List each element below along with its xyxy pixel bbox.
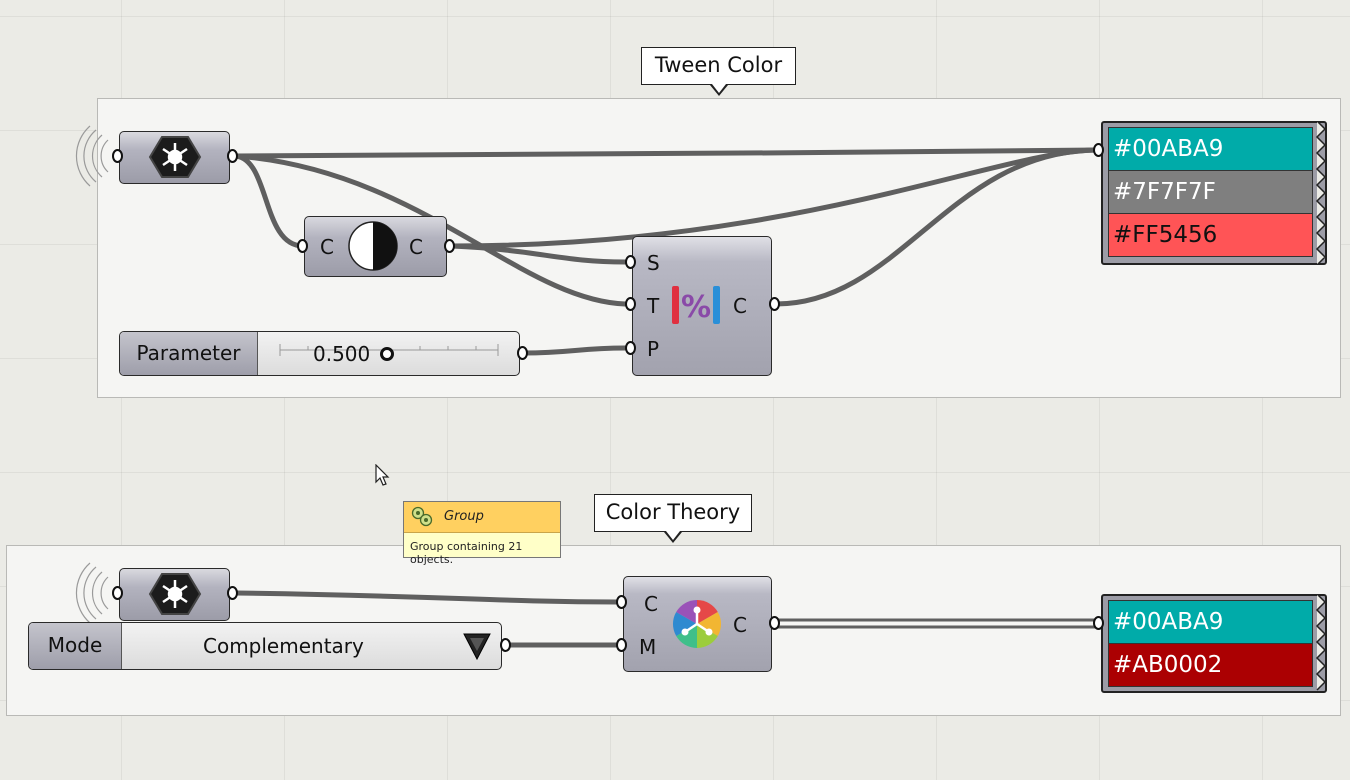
tween-s-grip[interactable] [625,255,636,269]
theory-input-c-label: C [644,592,658,616]
tween-swatch-0-text: #00ABA9 [1113,136,1224,162]
mode-name-text: Mode [47,633,103,657]
tween-t-grip[interactable] [625,297,636,311]
slider-name: Parameter [120,332,258,375]
panel-zigzag-edge [1315,121,1327,265]
colour-hex-icon-2 [148,573,202,615]
contrast-output-label: C [409,235,423,259]
tween-percent-icon: % [672,286,720,325]
theory-output-grip[interactable] [769,616,780,630]
tween-input-s-label: S [647,251,660,275]
theory-input-m-label: M [639,635,657,659]
tween-swatch-0: #00ABA9 [1108,127,1313,171]
mode-output-grip[interactable] [500,638,511,652]
color-source-node-2[interactable] [119,568,230,621]
colour-hex-icon [148,136,202,178]
color-source-2-output-grip[interactable] [227,586,238,600]
theory-swatch-1: #AB0002 [1108,643,1313,687]
slider-handle[interactable] [380,347,394,361]
group-tooltip: Group Group containing 21 objects. [403,501,561,566]
theory-c-grip[interactable] [616,595,627,609]
mode-name: Mode [29,623,122,669]
mode-value-list[interactable]: Mode Complementary [28,622,502,670]
theory-output-c-label: C [733,613,747,637]
tween-color-node[interactable]: S T P % C [632,236,772,376]
slider-name-text: Parameter [136,341,241,365]
color-theory-node[interactable]: C M C [623,576,772,672]
theory-swatch-1-text: #AB0002 [1113,652,1223,678]
dropdown-triangle-icon[interactable] [462,631,492,661]
color-source-output-grip[interactable] [227,149,238,163]
contrast-icon [348,221,398,271]
color-wheel-icon [672,600,722,648]
tooltip-body: Group containing 21 objects. [410,540,523,566]
tween-p-grip[interactable] [625,341,636,355]
tween-swatch-2-text: #FF5456 [1113,222,1218,248]
group-label-tween-text: Tween Color [654,53,783,77]
tween-swatch-1: #7F7F7F [1108,170,1313,214]
tween-swatch-panel[interactable]: #00ABA9 #7F7F7F #FF5456 [1101,121,1327,265]
group-label-theory-text: Color Theory [605,500,741,524]
group-icon [411,506,433,527]
contrast-input-grip[interactable] [297,239,308,253]
group-label-tween: Tween Color [641,47,796,96]
theory-m-grip[interactable] [616,638,627,652]
tween-input-p-label: P [647,337,660,361]
mode-value: Complementary [203,634,364,658]
svg-text:%: % [681,290,711,325]
panel-zigzag-edge-2 [1315,594,1327,691]
tween-swatch-2: #FF5456 [1108,213,1313,257]
slider-value: 0.500 [313,342,371,366]
contrast-node[interactable]: C C [304,216,447,277]
contrast-output-grip[interactable] [444,239,455,253]
tween-input-t-label: T [647,294,660,318]
theory-swatch-input-grip[interactable] [1093,616,1104,630]
theory-swatch-panel[interactable]: #00ABA9 #AB0002 [1101,594,1327,693]
tween-swatch-1-text: #7F7F7F [1113,179,1216,205]
tween-output-c-label: C [733,294,747,318]
mouse-cursor-icon [375,464,390,486]
parameter-slider[interactable]: Parameter 0.500 [119,331,520,376]
contrast-input-label: C [320,235,334,259]
color-source-node[interactable] [119,131,230,184]
group-label-theory: Color Theory [594,494,752,543]
theory-swatch-0-text: #00ABA9 [1113,609,1224,635]
tooltip-title: Group [444,509,484,524]
color-source-input-grip[interactable] [112,149,123,163]
tween-swatch-input-grip[interactable] [1093,143,1104,157]
theory-swatch-0: #00ABA9 [1108,600,1313,644]
tooltip-header: Group [404,502,560,533]
tween-output-grip[interactable] [769,297,780,311]
color-source-2-input-grip[interactable] [112,586,123,600]
slider-output-grip[interactable] [517,346,528,360]
